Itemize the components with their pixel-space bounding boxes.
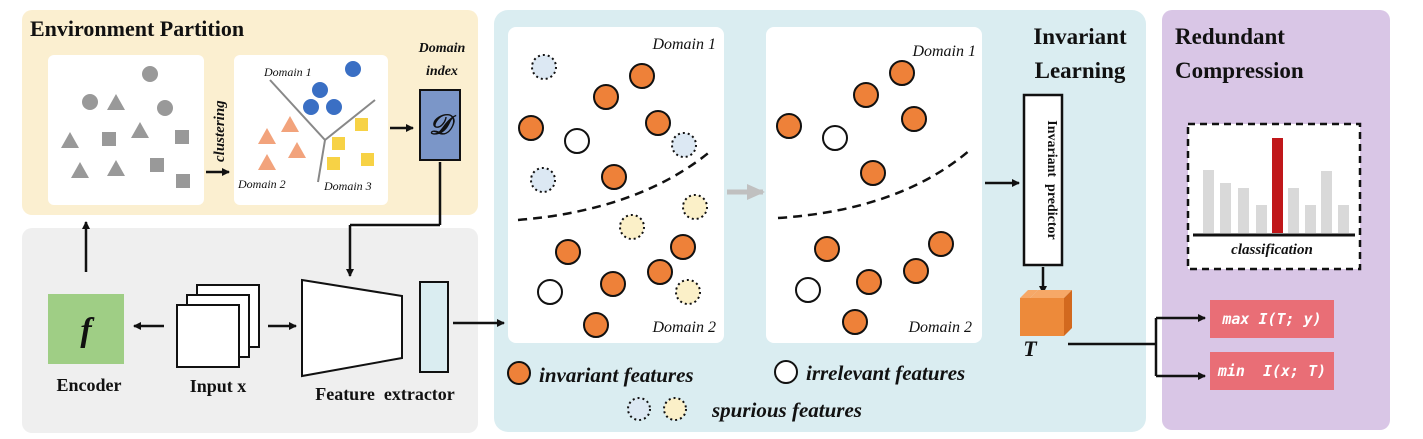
cluster-domain-1-label: Domain 1	[263, 65, 312, 79]
legend-spurious-swatch-blue	[627, 397, 651, 421]
panel2-domain-2-label: Domain 2	[907, 319, 972, 336]
legend-spurious-swatch-yellow	[663, 397, 687, 421]
redundant-compression-title-line1: Redundant	[1175, 24, 1285, 49]
legend-invariant-swatch	[507, 361, 531, 385]
panel1-spurious-features-yellow	[619, 194, 708, 305]
panel2-domain-1-label: Domain 1	[911, 43, 976, 60]
panel1-invariant-features	[518, 63, 696, 338]
clustering-label: clustering	[212, 100, 228, 162]
classification-label: classification	[1231, 242, 1313, 258]
representation-t-block	[1020, 290, 1072, 336]
min-objective-box	[1210, 352, 1334, 390]
environment-partition-title: Environment Partition	[30, 16, 244, 41]
domain-index-box	[419, 89, 461, 161]
representation-t-label: T	[1023, 336, 1038, 361]
invariant-predictor-box	[1022, 93, 1064, 267]
legend-irrelevant-swatch	[774, 360, 798, 384]
feature-extractor-trapezoid	[301, 278, 403, 378]
redundant-compression-title-line2: Compression	[1175, 58, 1304, 83]
feature-vector-box	[419, 281, 449, 373]
domain-index-label-line1: Domain	[418, 41, 466, 56]
panel2-irrelevant-features	[795, 125, 848, 303]
domain-index-label-line2: index	[426, 64, 458, 79]
legend-spurious-label: spurious features	[711, 398, 862, 422]
cluster-domain-1-points	[303, 61, 361, 115]
invariant-predictor-label: Invariant predictor	[1044, 120, 1059, 240]
classification-bars	[1203, 170, 1349, 233]
input-label: Input x	[190, 376, 247, 396]
legend-irrelevant-label: irrelevant features	[806, 361, 965, 385]
encoder-symbol: f	[80, 312, 95, 349]
feature-extractor-label: Feature extractor	[315, 384, 455, 404]
panel2-decision-boundary	[777, 149, 971, 220]
panel1-spurious-features-blue	[530, 54, 697, 193]
cluster-domain-2-points	[258, 116, 306, 170]
cluster-domain-2-label: Domain 2	[237, 177, 286, 191]
panel1-domain-1-label: Domain 1	[651, 36, 716, 53]
raw-samples-shapes	[61, 66, 190, 188]
panel1-domain-2-label: Domain 2	[651, 319, 716, 336]
classification-highlight-bar	[1272, 138, 1283, 233]
panel1-irrelevant-features	[537, 128, 590, 305]
max-objective-box	[1210, 300, 1334, 338]
cluster-domain-3-label: Domain 3	[323, 179, 372, 193]
invariant-learning-title-line2: Learning	[1035, 58, 1126, 83]
panel1-decision-boundary	[517, 149, 713, 222]
panel2-invariant-features	[776, 60, 954, 335]
encoder-label: Encoder	[57, 375, 122, 395]
raw-samples-box	[48, 55, 204, 205]
invariant-learning-title-line1: Invariant	[1033, 24, 1127, 49]
cluster-boundaries	[269, 79, 376, 183]
max-objective-label: max I(T; y)	[1221, 310, 1321, 328]
encoder-box	[48, 294, 124, 364]
legend-invariant-label: invariant features	[539, 363, 694, 387]
cluster-domain-3-points	[327, 118, 374, 170]
input-image-stack	[176, 284, 260, 368]
min-objective-label: min I(x; T)	[1217, 362, 1326, 380]
